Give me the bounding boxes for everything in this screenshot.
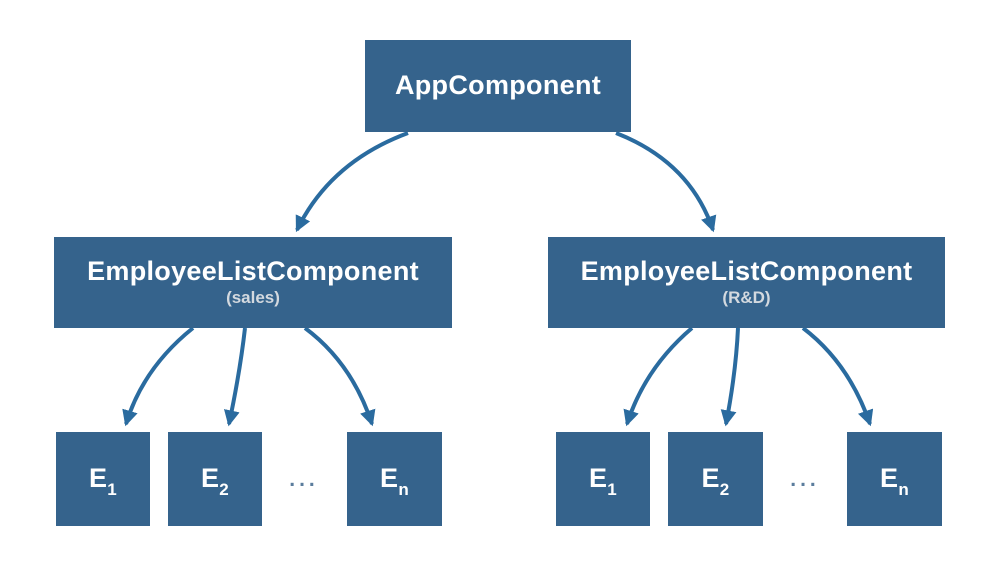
node-employee-list-rd-subtitle: (R&D) [722, 288, 771, 308]
sales-ellipsis: ... [289, 468, 319, 491]
arrow-app-to-sales-list [295, 131, 409, 233]
node-rd-employee-1: E1 [556, 432, 650, 526]
node-rd-employee-n-label: En [880, 463, 909, 499]
node-sales-employee-n: En [347, 432, 442, 526]
node-sales-employee-2-label: E2 [200, 463, 230, 499]
node-employee-list-sales-subtitle: (sales) [226, 288, 280, 308]
arrow-sales-to-en [303, 326, 376, 427]
node-app-component-label: AppComponent [394, 70, 602, 101]
node-rd-employee-2-label: E2 [701, 463, 730, 499]
node-employee-list-rd-label: EmployeeListComponent [580, 256, 913, 287]
node-employee-list-sales: EmployeeListComponent (sales) [54, 237, 452, 328]
arrow-rd-to-e1 [623, 326, 694, 427]
node-employee-list-rd: EmployeeListComponent (R&D) [548, 237, 945, 328]
arrow-sales-to-e2 [223, 327, 247, 427]
node-app-component: AppComponent [365, 40, 631, 132]
arrow-rd-to-e2 [720, 327, 740, 427]
node-sales-employee-n-label: En [380, 463, 409, 499]
node-sales-employee-2: E2 [168, 432, 262, 526]
node-employee-list-sales-label: EmployeeListComponent [87, 256, 419, 287]
node-rd-employee-1-label: E1 [588, 463, 618, 499]
arrow-rd-to-en [801, 326, 874, 427]
node-sales-employee-1: E1 [56, 432, 150, 526]
node-sales-employee-1-label: E1 [88, 463, 118, 499]
arrow-sales-to-e1 [122, 326, 195, 427]
arrow-app-to-rd-list [615, 131, 717, 233]
node-rd-employee-n: En [847, 432, 942, 526]
node-rd-employee-2: E2 [668, 432, 763, 526]
rd-ellipsis: ... [790, 468, 820, 491]
